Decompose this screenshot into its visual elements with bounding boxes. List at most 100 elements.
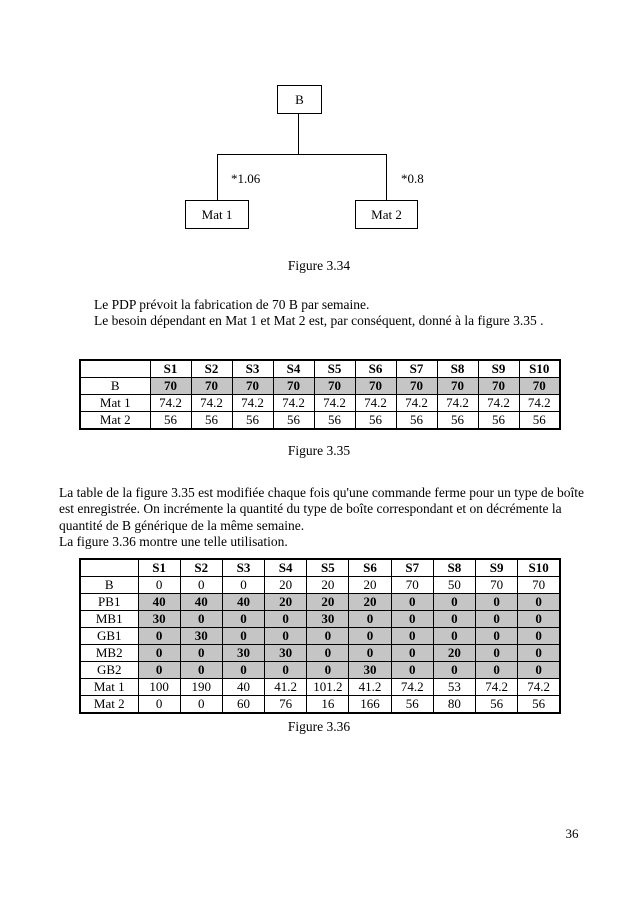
column-header: S1	[137, 558, 181, 577]
cell: 0	[474, 610, 519, 628]
cell: 0	[264, 661, 308, 679]
column-header: S3	[231, 359, 274, 378]
column-header: S5	[306, 558, 350, 577]
cell: 0	[432, 610, 477, 628]
cell: 56	[313, 411, 356, 430]
cell: 60	[221, 695, 266, 714]
body-paragraph: La table de la figure 3.35 est modifiée …	[59, 485, 584, 549]
cell: 74.2	[517, 678, 561, 696]
cell: 40	[179, 593, 223, 611]
cell: 76	[264, 695, 308, 714]
cell: 74.2	[390, 678, 434, 696]
cell: 70	[190, 377, 233, 395]
cell: 0	[306, 661, 350, 679]
cell: 0	[390, 610, 434, 628]
cell: 0	[517, 610, 561, 628]
cell: 70	[517, 576, 561, 594]
row-label: MB1	[79, 610, 139, 628]
cell: 56	[477, 411, 520, 430]
cell: 70	[313, 377, 356, 395]
cell: 20	[264, 576, 308, 594]
cell: 30	[306, 610, 350, 628]
cell: 30	[221, 644, 266, 662]
column-header: S2	[190, 359, 233, 378]
cell: 0	[432, 593, 477, 611]
cell: 70	[436, 377, 479, 395]
cell: 0	[390, 593, 434, 611]
cell: 50	[432, 576, 477, 594]
figure-caption-3-34: Figure 3.34	[287, 258, 351, 273]
column-header: S10	[518, 359, 561, 378]
column-header: S4	[264, 558, 308, 577]
cell: 74.2	[354, 394, 397, 412]
row-label: Mat 1	[79, 678, 139, 696]
connector-line	[217, 154, 387, 155]
cell: 0	[517, 593, 561, 611]
cell: 0	[179, 661, 223, 679]
cell: 56	[474, 695, 519, 714]
cell: 166	[348, 695, 392, 714]
cell: 0	[137, 576, 181, 594]
cell: 0	[179, 695, 223, 714]
cell: 56	[272, 411, 315, 430]
cell: 70	[149, 377, 192, 395]
cell: 20	[348, 593, 392, 611]
figure-caption-3-36: Figure 3.36	[287, 719, 351, 734]
cell: 0	[137, 627, 181, 645]
column-header: S5	[313, 359, 356, 378]
cell: 70	[272, 377, 315, 395]
column-header: S8	[432, 558, 477, 577]
cell: 101.2	[306, 678, 350, 696]
cell: 74.2	[436, 394, 479, 412]
cell: 20	[306, 593, 350, 611]
cell: 0	[221, 627, 266, 645]
cell: 0	[137, 661, 181, 679]
cell: 20	[306, 576, 350, 594]
cell: 0	[348, 610, 392, 628]
cell: 0	[306, 644, 350, 662]
cell: 0	[221, 661, 266, 679]
connector-line	[298, 113, 299, 154]
column-header: S9	[474, 558, 519, 577]
cell: 0	[390, 644, 434, 662]
cell: 20	[348, 576, 392, 594]
row-label: GB1	[79, 627, 139, 645]
cell: 70	[477, 377, 520, 395]
cell: 40	[221, 678, 266, 696]
connector-line	[217, 154, 218, 200]
cell: 0	[390, 627, 434, 645]
row-label: Mat 2	[79, 695, 139, 714]
row-label: Mat 2	[79, 411, 151, 430]
column-header: S4	[272, 359, 315, 378]
column-header: S9	[477, 359, 520, 378]
cell: 30	[137, 610, 181, 628]
cell: 70	[395, 377, 438, 395]
cell: 20	[432, 644, 477, 662]
diagram-node-b: B	[277, 85, 322, 114]
cell: 0	[517, 661, 561, 679]
cell: 74.2	[190, 394, 233, 412]
cell: 56	[149, 411, 192, 430]
cell: 0	[221, 610, 266, 628]
cell: 0	[264, 627, 308, 645]
cell: 0	[348, 644, 392, 662]
row-label: B	[79, 377, 151, 395]
intro-paragraph: Le PDP prévoit la fabrication de 70 B pa…	[94, 297, 544, 329]
cell: 0	[432, 627, 477, 645]
cell: 74.2	[231, 394, 274, 412]
cell: 74.2	[149, 394, 192, 412]
cell: 56	[354, 411, 397, 430]
column-header: S8	[436, 359, 479, 378]
cell: 70	[354, 377, 397, 395]
cell: 56	[518, 411, 561, 430]
row-label: B	[79, 576, 139, 594]
